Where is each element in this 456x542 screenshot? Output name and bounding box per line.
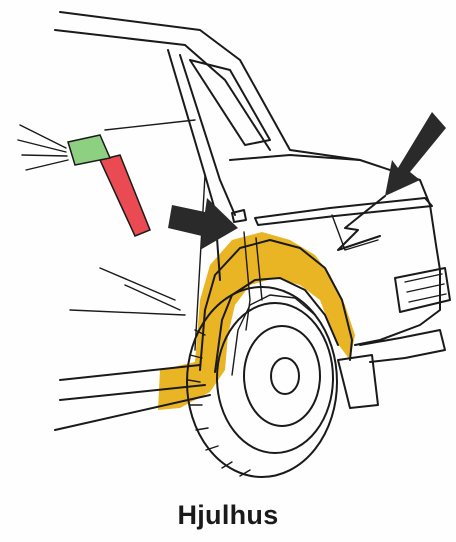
diagram-caption: Hjulhus [0, 500, 456, 531]
spray-nozzle-icon [18, 125, 150, 236]
door-line-top [105, 120, 195, 130]
rim [244, 326, 320, 426]
hub [271, 358, 299, 394]
tire-inner [217, 303, 333, 453]
b-pillar-edge [180, 55, 235, 215]
spray-hose [100, 155, 150, 236]
mud-flap [338, 355, 378, 408]
roof-line [60, 12, 360, 160]
sill-bottom [55, 395, 210, 430]
body-trim-strip [255, 198, 432, 225]
fuel-cap [232, 210, 246, 222]
rear-quarter [355, 205, 440, 345]
car-rear-illustration [0, 0, 456, 500]
spray-mist [18, 125, 68, 170]
door-crease-3 [70, 310, 185, 315]
c-pillar [168, 50, 220, 280]
direction-arrow-top [385, 112, 446, 196]
door-crease-1 [100, 268, 175, 300]
door-crease-2 [125, 285, 180, 310]
